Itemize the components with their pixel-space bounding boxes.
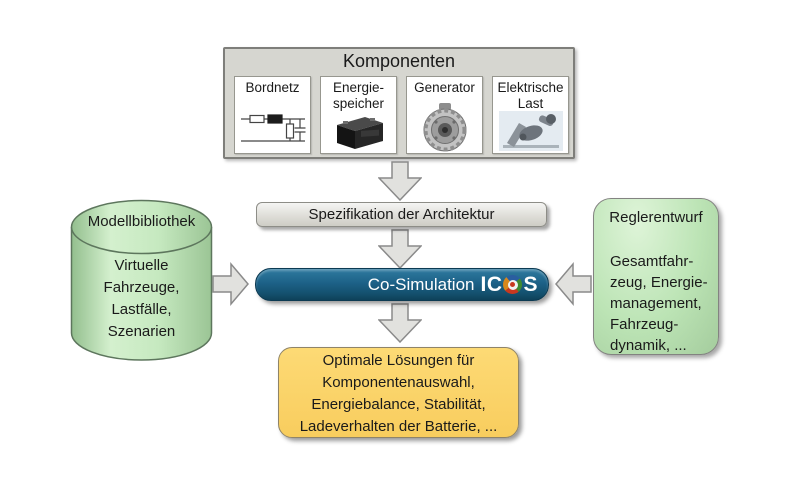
arrow-right-icon <box>212 261 249 307</box>
komponenten-item-generator: Generator <box>406 76 483 154</box>
optimale-loesungen-box: Optimale Lösungen für Komponentenauswahl… <box>278 347 519 438</box>
reglerentwurf-body: Gesamtfahr- zeug, Energie- management, F… <box>610 253 708 354</box>
komponenten-item-label: Bordnetz <box>245 80 300 95</box>
alternator-image <box>423 103 466 152</box>
modellbibliothek-cylinder: Modellbibliothek Virtuelle Fahrzeuge, La… <box>70 199 213 362</box>
komponenten-item-label: Elektrische Last <box>497 80 564 111</box>
arrow-left-icon <box>555 261 592 307</box>
komponenten-item-energiespeicher: Energie- speicher <box>320 76 397 154</box>
co-simulation-label: Co-Simulation <box>367 274 475 294</box>
komponenten-item-label: Energie- speicher <box>332 80 385 111</box>
icos-ring-icon <box>503 275 523 294</box>
komponenten-title: Komponenten <box>342 51 456 71</box>
modellbibliothek-body: Virtuelle Fahrzeuge, Lastfälle, Szenarie… <box>103 257 180 340</box>
arrow-down-icon <box>378 161 422 201</box>
co-simulation-pill: Co-Simulation IC S <box>255 268 549 301</box>
electric-load-image <box>498 111 563 151</box>
database-cylinder-shape <box>70 199 213 361</box>
komponenten-item-label: Generator <box>414 80 475 95</box>
arrow-down-icon <box>378 229 422 269</box>
komponenten-item-elektrische-last: Elektrische Last <box>492 76 569 154</box>
circuit-diagram-image <box>240 114 305 142</box>
modellbibliothek-title: Modellbibliothek <box>87 213 196 230</box>
reglerentwurf-title: Reglerentwurf <box>609 209 703 226</box>
komponenten-panel: Komponenten Bordnetz Energie- speicher <box>223 47 575 159</box>
icos-logo-suffix: S <box>523 272 538 296</box>
arrow-down-icon <box>378 303 422 343</box>
komponenten-item-bordnetz: Bordnetz <box>234 76 311 154</box>
spezifikation-der-architektur-box: Spezifikation der Architektur <box>256 202 547 227</box>
battery-image <box>336 117 383 149</box>
reglerentwurf-box: Reglerentwurf Gesamtfahr- zeug, Energie-… <box>593 198 719 355</box>
icos-logo: IC S <box>480 273 538 297</box>
icos-logo-prefix: IC <box>480 272 503 296</box>
